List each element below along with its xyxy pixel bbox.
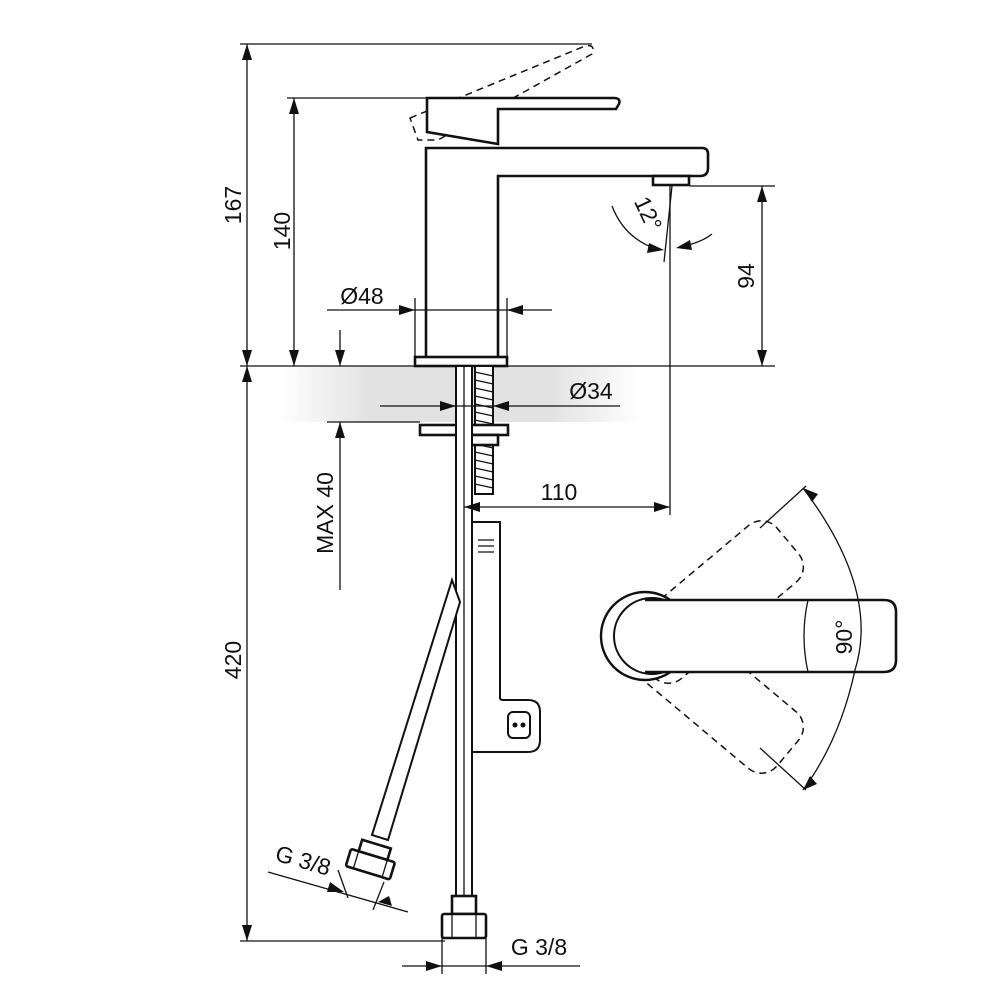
dim-max40: MAX 40 [312,330,420,590]
dim-167-label: 167 [220,186,246,224]
dim-12deg: 12° [611,185,713,515]
dim-max40-label: MAX 40 [312,472,338,554]
lever-rotation-label: 90° [831,620,857,655]
dim-d34: Ø34 [380,378,620,411]
dim-167: 167 [220,43,592,366]
dim-140: 140 [269,97,426,366]
dim-g38-left-label: G 3/8 [273,840,334,881]
dim-12deg-label: 12° [629,192,667,235]
dim-94: 94 [690,185,775,366]
dim-g38-bottom: G 3/8 [402,934,580,974]
dim-g38-bottom-label: G 3/8 [511,934,567,960]
hose-nut-left [344,838,396,881]
dim-420: 420 [220,366,445,942]
lever-top-view: 90° [599,485,898,791]
dim-d34-label: Ø34 [569,378,613,404]
dim-94-label: 94 [733,263,759,289]
faucet-side-view [344,44,710,940]
dim-420-label: 420 [220,641,246,679]
hose-nut-bottom [440,894,488,940]
dim-110-label: 110 [541,479,578,505]
dim-d48: Ø48 [327,283,552,357]
dim-140-label: 140 [269,212,295,250]
dim-d48-label: Ø48 [340,283,383,309]
dim-110: 110 [464,479,670,512]
